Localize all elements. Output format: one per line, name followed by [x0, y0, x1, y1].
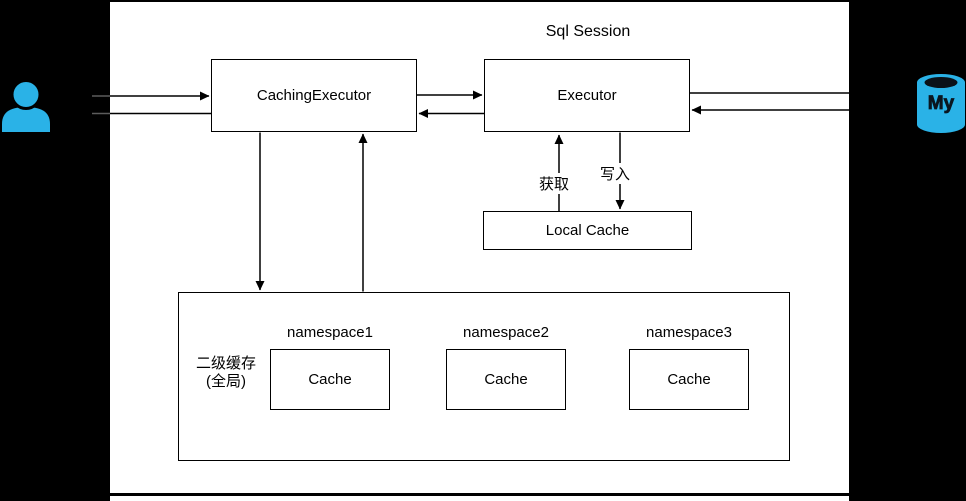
node-cache-namespace2: Cache [446, 349, 566, 410]
node-cache-namespace1: Cache [270, 349, 390, 410]
namespace1-label: namespace1 [287, 324, 373, 341]
node-cache-namespace3: Cache [629, 349, 749, 410]
edge-label-write: 写入 [597, 163, 634, 184]
sql-session-label: Sql Session [545, 23, 631, 40]
edge-label-fetch: 获取 [536, 173, 573, 194]
namespace3-label: namespace3 [646, 324, 732, 341]
second-level-cache-label-line1: 二级缓存 [195, 355, 256, 372]
namespace2-label: namespace2 [463, 324, 549, 341]
user-icon [1, 78, 53, 133]
node-local-cache: Local Cache [483, 211, 692, 250]
mysql-database-icon: My [915, 72, 966, 135]
second-level-cache-label: 二级缓存 (全局) [178, 355, 274, 391]
node-caching-executor: CachingExecutor [211, 59, 417, 132]
node-executor: Executor [484, 59, 690, 132]
second-level-cache-label-line2: (全局) [206, 373, 246, 390]
mysql-label: My [928, 93, 955, 114]
canvas-bottom-border [110, 493, 849, 496]
